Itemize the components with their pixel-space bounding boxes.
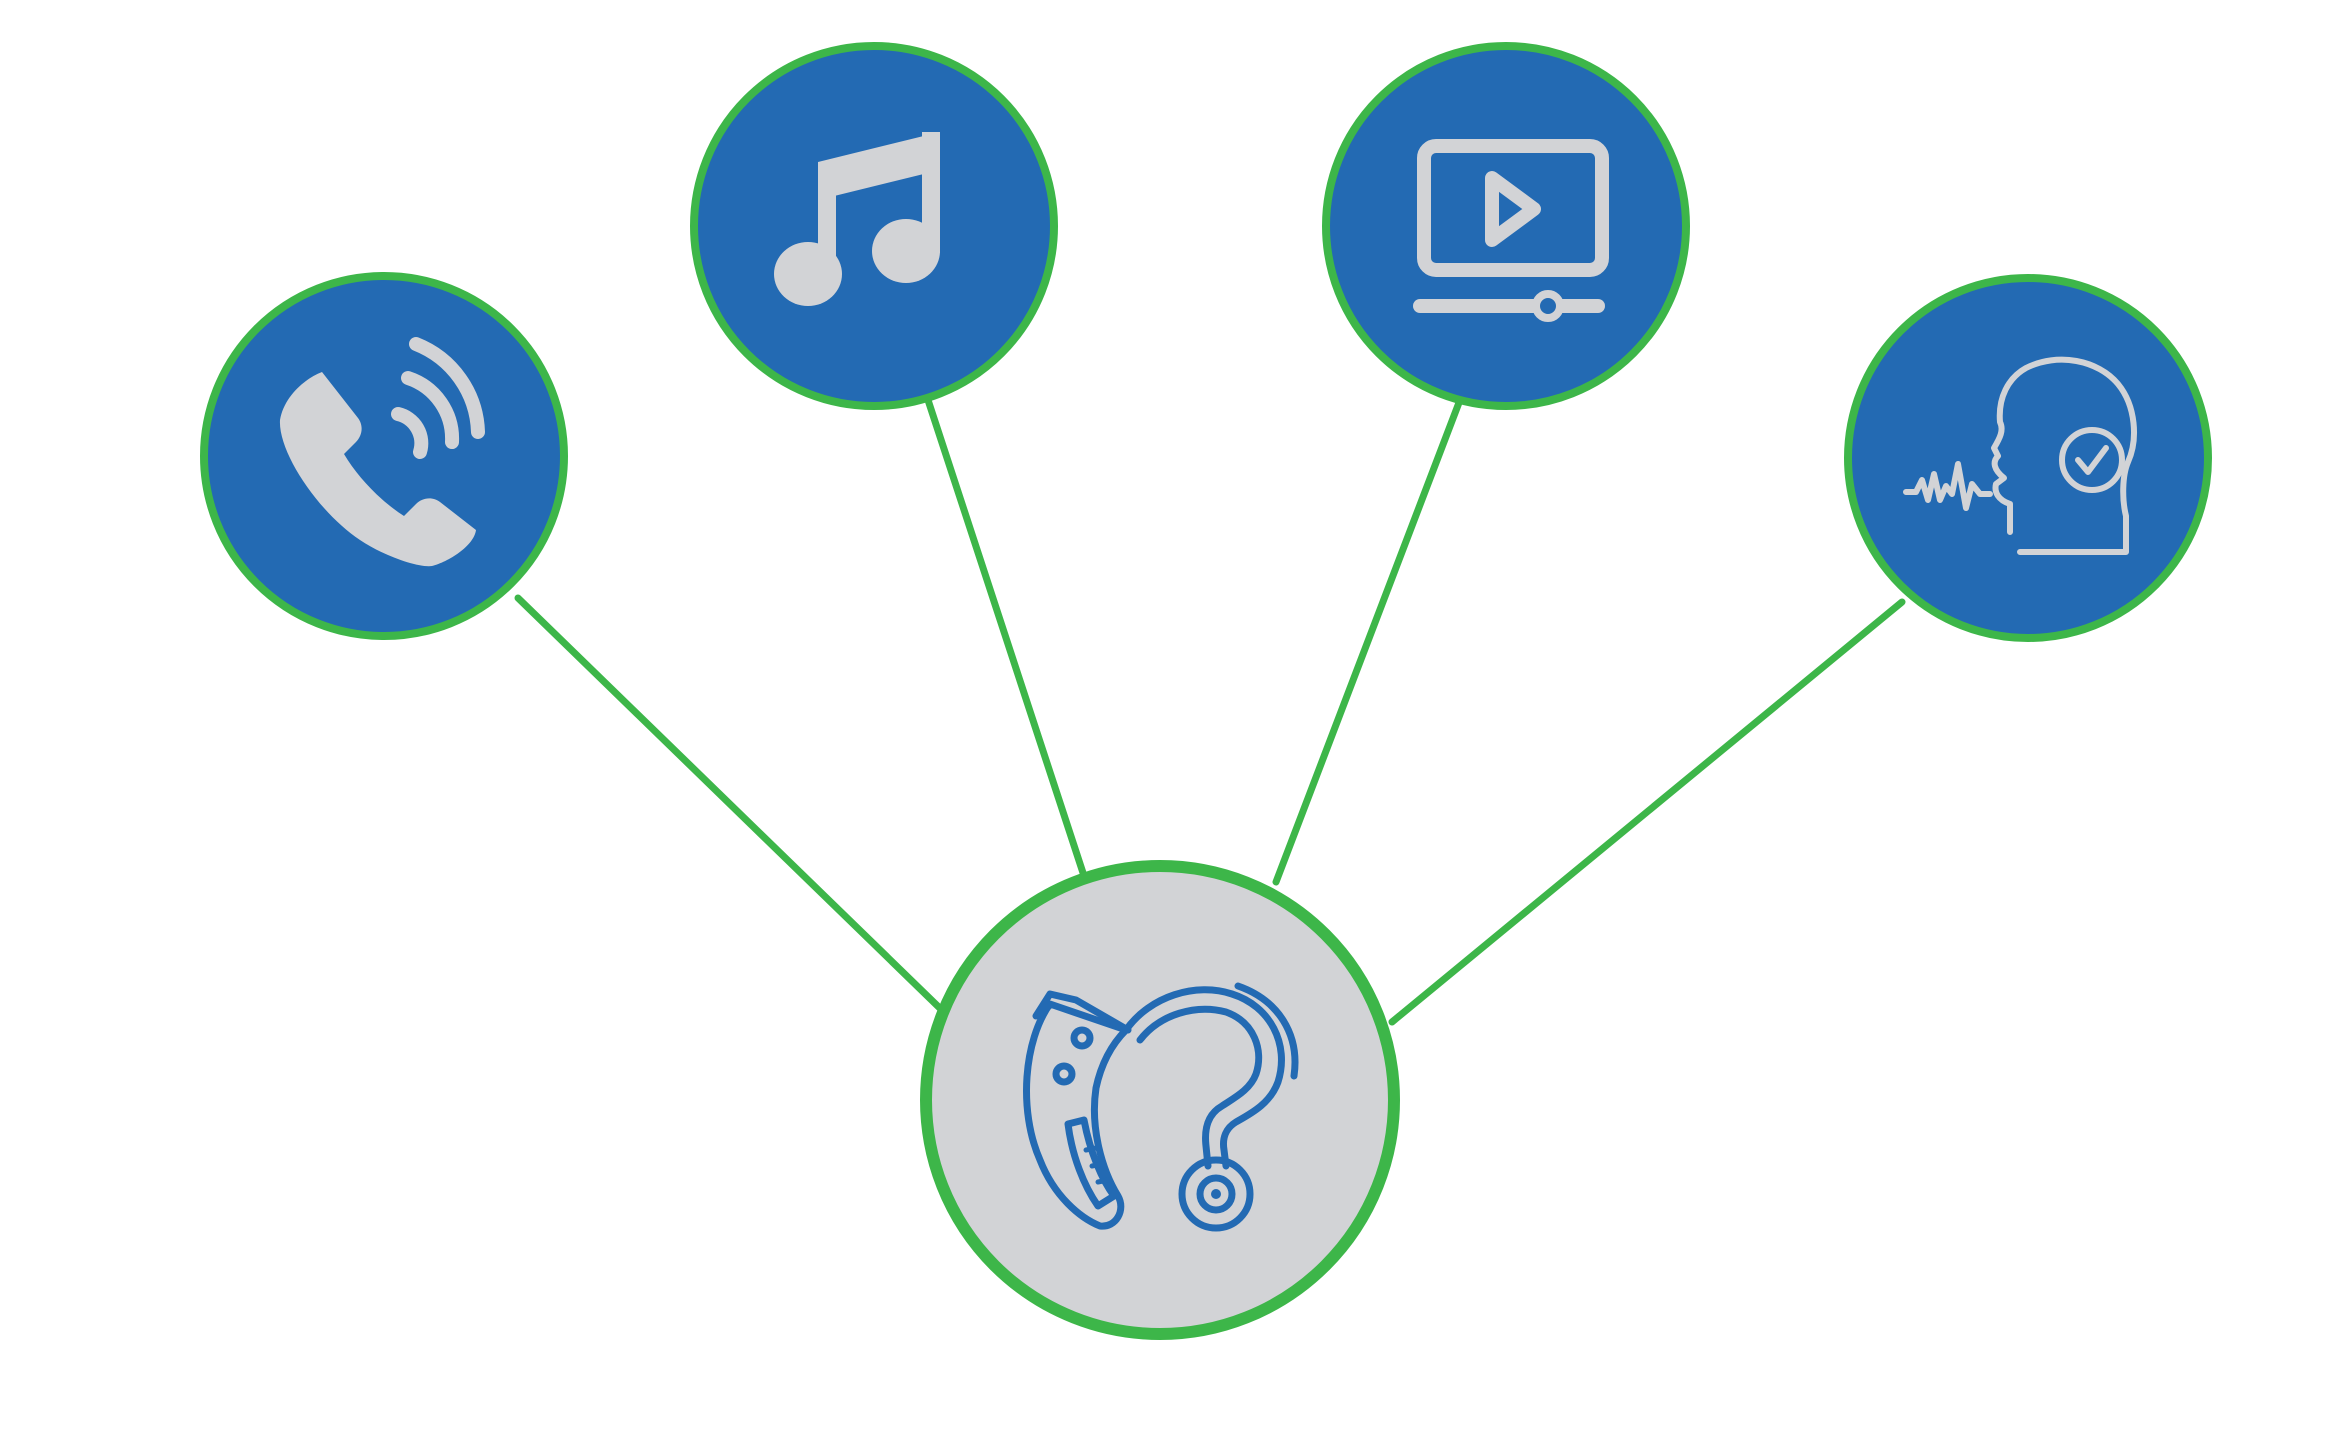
music-note-icon <box>774 132 940 306</box>
video-player-icon <box>1413 139 1609 322</box>
phone-call-icon <box>279 337 485 567</box>
connectors <box>514 396 1906 1026</box>
node-phone-circle <box>200 272 568 640</box>
hub-hearing-aid <box>920 860 1400 1340</box>
speech-recognition-icon <box>1903 356 2137 555</box>
node-speech <box>1844 274 2212 642</box>
node-music-circle <box>690 42 1058 410</box>
hub-circle <box>920 860 1400 1340</box>
node-music <box>690 42 1058 410</box>
hearing-aid-icon <box>1023 982 1299 1232</box>
node-phone <box>200 272 568 640</box>
connector-speech <box>1388 598 1906 1026</box>
node-speech-circle <box>1844 274 2212 642</box>
connector-music <box>924 396 1090 886</box>
node-video <box>1322 42 1690 410</box>
connector-phone <box>514 594 954 1022</box>
connector-video <box>1272 396 1464 886</box>
